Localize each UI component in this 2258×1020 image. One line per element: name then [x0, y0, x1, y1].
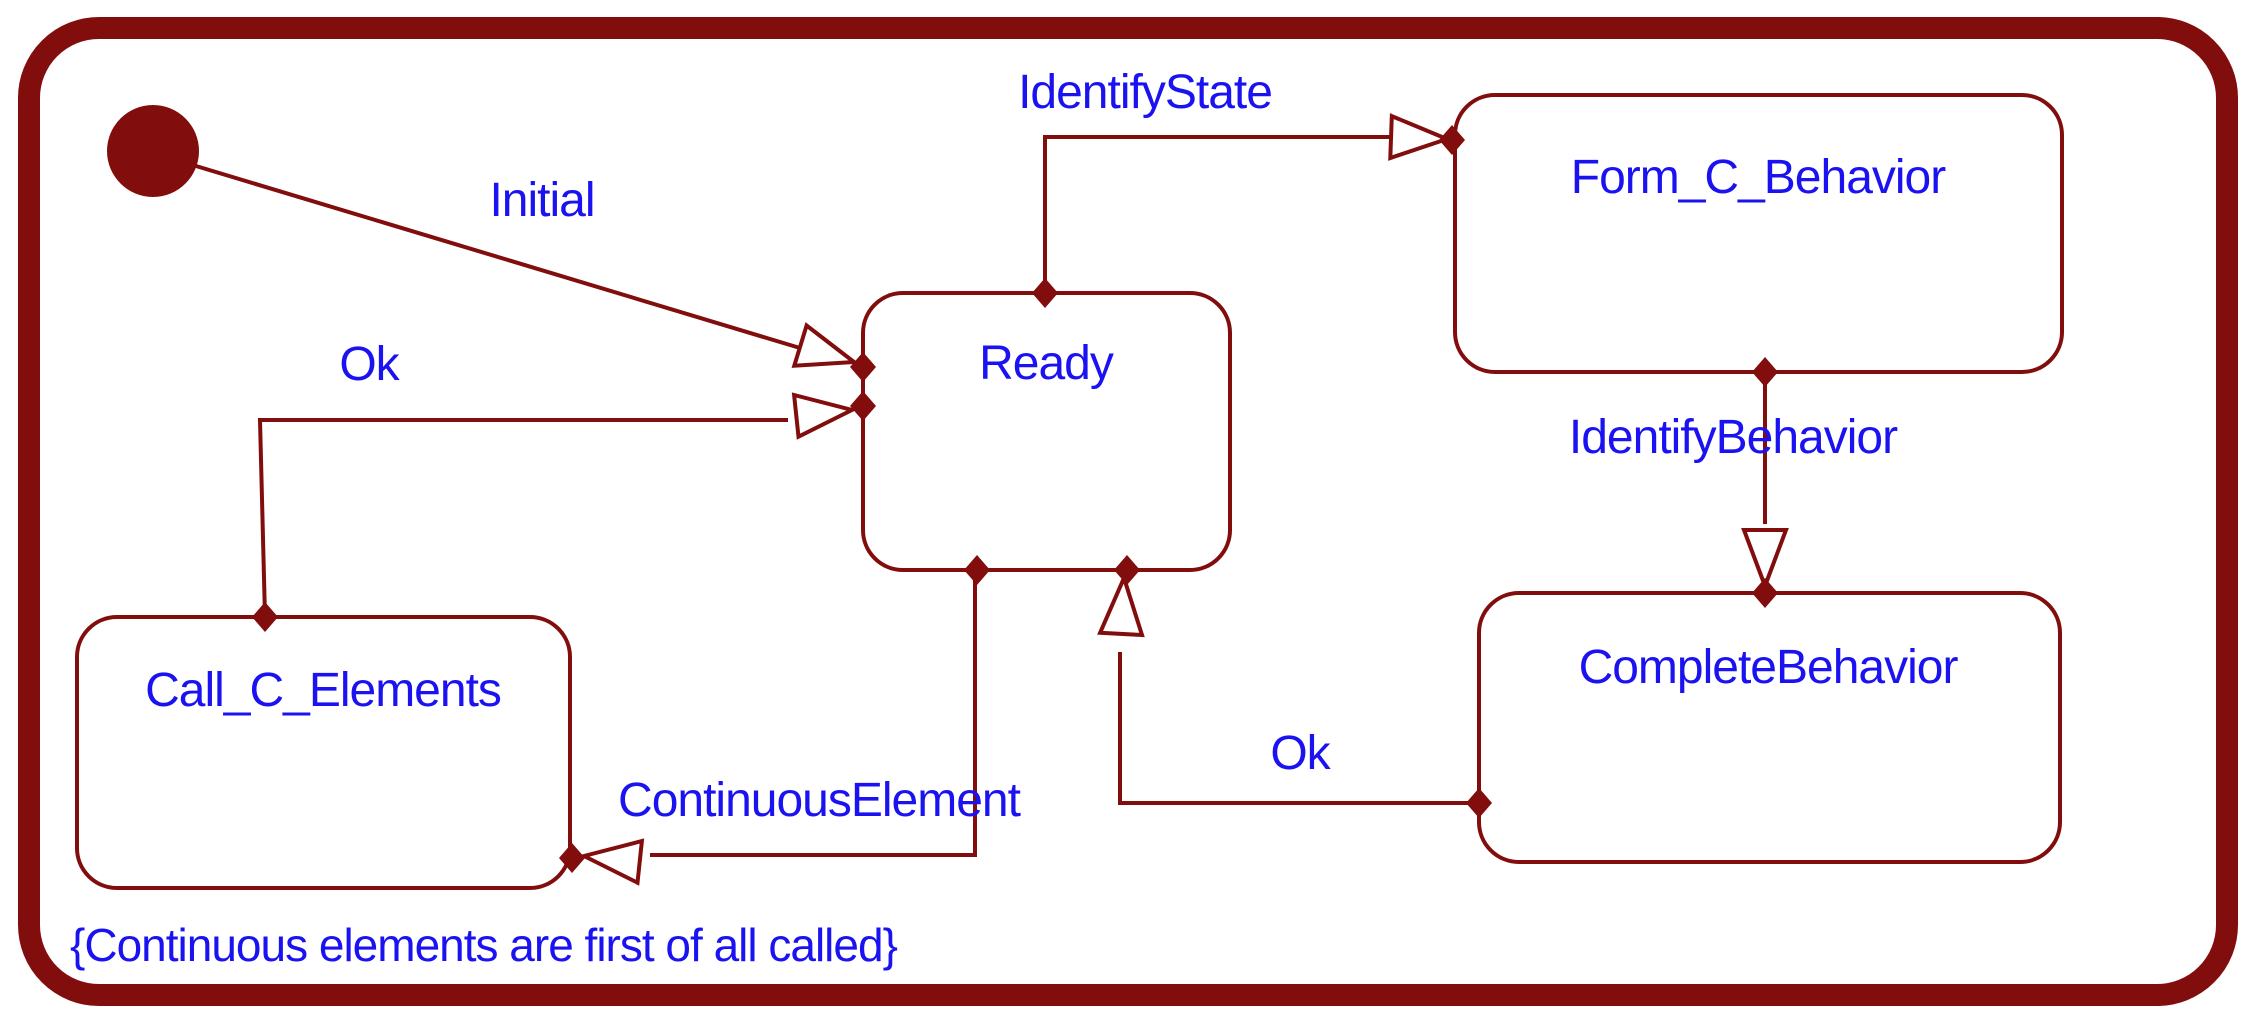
transition-line-identify-state[interactable]	[1043, 135, 1390, 293]
transition-arrowhead-identify-state	[1388, 113, 1453, 161]
connection-point-ready-top	[1032, 278, 1058, 308]
connection-point-ready-left-upper	[850, 352, 876, 382]
transition-label-initial[interactable]: Initial	[489, 174, 595, 227]
state-complete-behavior[interactable]	[1477, 591, 2062, 864]
connection-point-call-c-elements-top	[252, 602, 278, 632]
transition-line-initial[interactable]	[195, 164, 801, 350]
state-form-c-behavior[interactable]	[1453, 93, 2064, 374]
transition-label-continuous-element[interactable]: ContinuousElement	[618, 774, 1022, 827]
diagram-note[interactable]: {Continuous elements are first of all ca…	[70, 919, 898, 971]
diagram-frame	[18, 17, 2238, 1006]
transition-arrowhead-initial	[791, 322, 860, 368]
connection-point-ready-bottom-left	[964, 555, 990, 585]
transition-label-ok-call-to-ready[interactable]: Ok	[339, 338, 401, 391]
transition-arrowhead-identify-behavior	[1741, 528, 1789, 592]
transition-line-continuous-element[interactable]	[650, 570, 977, 857]
transition-arrowhead-ok-call-to-ready	[791, 392, 858, 440]
connection-point-ready-left-lower	[850, 391, 876, 421]
connection-point-call-c-elements-right	[559, 843, 585, 873]
state-label-ready[interactable]: Ready	[979, 337, 1115, 390]
connection-point-ready-bottom-right	[1114, 555, 1140, 585]
connection-point-form-c-behavior-left	[1439, 125, 1465, 155]
state-label-complete-behavior[interactable]: CompleteBehavior	[1579, 641, 1960, 694]
transition-line-ok-complete-to-ready[interactable]	[1118, 652, 1479, 805]
state-label-call-c-elements[interactable]: Call_C_Elements	[145, 664, 502, 717]
state-label-form-c-behavior[interactable]: Form_C_Behavior	[1571, 151, 1948, 204]
transition-label-identify-state[interactable]: IdentifyState	[1018, 66, 1273, 119]
transition-label-identify-behavior[interactable]: IdentifyBehavior	[1569, 411, 1899, 464]
transition-arrowhead-ok-complete-to-ready	[1097, 572, 1145, 638]
state-call-c-elements[interactable]	[75, 615, 572, 890]
state-ready[interactable]	[861, 291, 1232, 572]
connection-point-form-c-behavior-bottom	[1752, 357, 1778, 387]
transition-line-ok-call-to-ready[interactable]	[257, 418, 788, 618]
connection-point-complete-behavior-left	[1466, 788, 1492, 818]
transition-arrowhead-continuous-element	[578, 838, 645, 886]
initial-pseudostate[interactable]	[107, 105, 199, 197]
connection-point-complete-behavior-top	[1752, 578, 1778, 608]
transition-label-ok-complete-to-ready[interactable]: Ok	[1270, 727, 1332, 780]
